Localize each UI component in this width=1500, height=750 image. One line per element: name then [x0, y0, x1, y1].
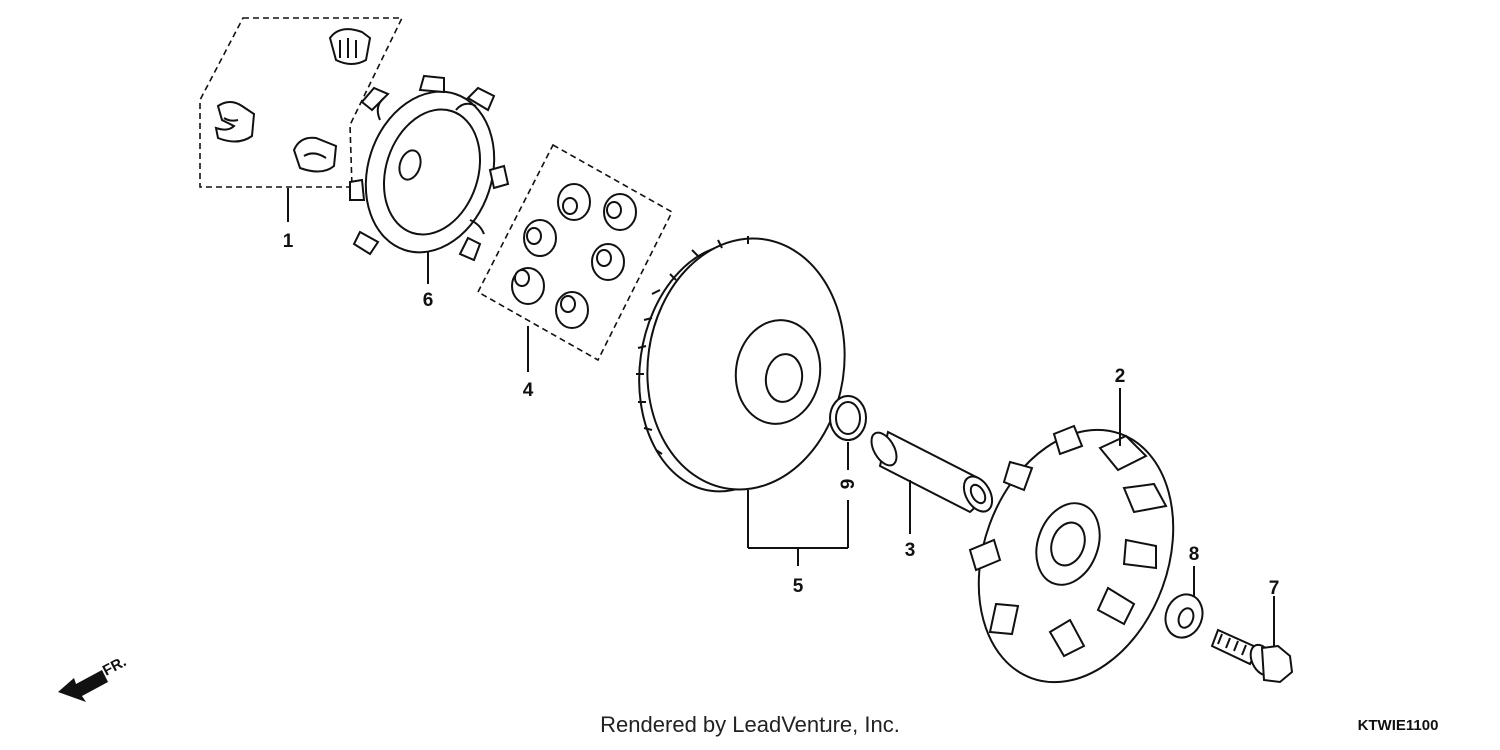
diagram-code: KTWIE1100: [1358, 717, 1439, 734]
callout-5-bracket: [747, 490, 849, 566]
callout-1: 1: [283, 231, 294, 252]
callout-7: 7: [1269, 578, 1280, 599]
credit-text: Rendered by LeadVentɹre, Inc.: [600, 712, 900, 737]
part-4-group-box: [476, 143, 674, 362]
callout-2: 2: [1115, 366, 1126, 387]
part-5-drive-face[interactable]: [624, 226, 861, 503]
part-7-flange-bolt[interactable]: [1210, 596, 1294, 684]
slider-piece-left: [214, 101, 256, 143]
callout-5: 5: [793, 576, 804, 597]
part-3-collar[interactable]: [866, 428, 998, 534]
part-4-weight-roller-set[interactable]: [476, 143, 674, 372]
front-direction-arrow-icon: [58, 670, 108, 702]
part-1-slider-set[interactable]: [199, 17, 404, 222]
roller-1: [557, 183, 591, 221]
callout-4: 4: [523, 380, 534, 401]
roller-6: [555, 291, 589, 329]
part-2-movable-drive-face[interactable]: [945, 388, 1207, 710]
part-6-ramp-plate[interactable]: [346, 74, 515, 284]
roller-5: [511, 267, 545, 305]
roller-2: [603, 193, 637, 231]
callout-3: 3: [905, 540, 916, 561]
slider-piece-lower: [292, 136, 338, 173]
part-8-washer[interactable]: [1160, 566, 1209, 643]
part-9-ring[interactable]: [829, 395, 867, 470]
slider-piece-top: [328, 28, 372, 65]
roller-3: [523, 219, 557, 257]
roller-4: [591, 243, 625, 281]
callout-6: 6: [423, 290, 434, 311]
callout-9: 9: [838, 479, 859, 490]
callout-8: 8: [1189, 544, 1200, 565]
